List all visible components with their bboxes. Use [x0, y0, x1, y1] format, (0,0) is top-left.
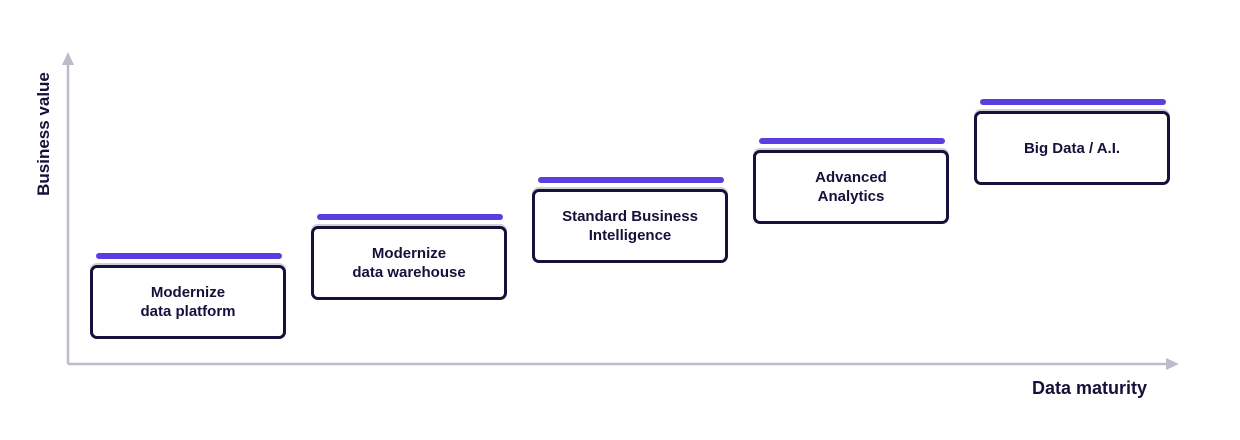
step-label: Big Data / A.I.	[1023, 139, 1121, 157]
step-accent-bar	[96, 253, 282, 259]
step-box: Advanced Analytics	[753, 150, 949, 224]
x-axis-label: Data maturity	[1032, 378, 1148, 398]
step-accent-bar	[759, 138, 945, 144]
step-label: Advanced Analytics	[815, 169, 887, 205]
step-box: Modernize data platform	[90, 265, 286, 339]
step-label: Standard Business Intelligence	[562, 208, 698, 244]
step-label: Modernize data warehouse	[352, 245, 466, 281]
step-accent-bar	[980, 99, 1166, 105]
x-axis-arrow-icon	[1166, 358, 1179, 370]
y-axis-arrow-icon	[62, 52, 74, 65]
step-accent-bar	[317, 214, 503, 220]
step-label: Modernize data platform	[140, 284, 236, 320]
step-box: Modernize data warehouse	[311, 226, 507, 300]
y-axis-label: Business value	[34, 72, 53, 196]
step-box: Standard Business Intelligence	[532, 189, 728, 263]
step-box: Big Data / A.I.	[974, 111, 1170, 185]
step-accent-bar	[538, 177, 724, 183]
